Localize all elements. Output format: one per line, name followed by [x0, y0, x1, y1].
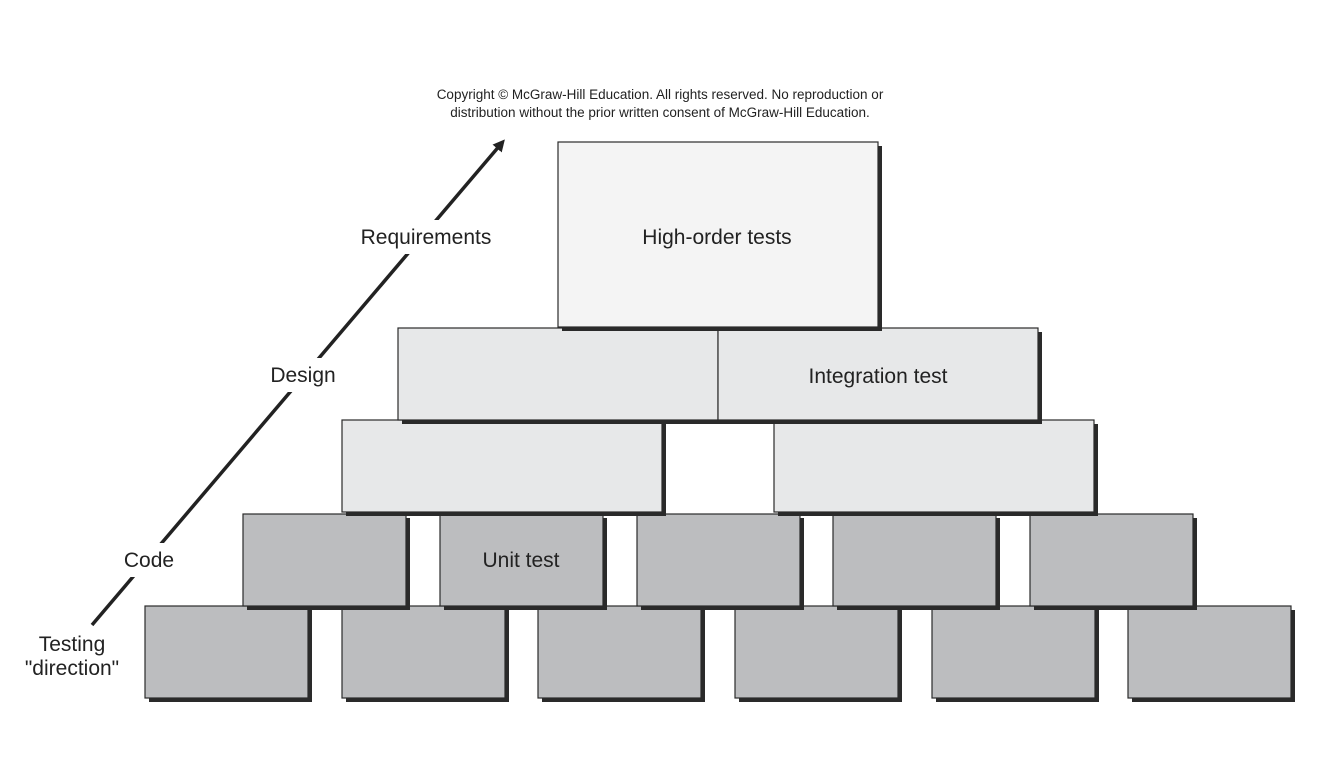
unit-block-row1-2 — [341, 605, 509, 702]
testing-direction-caption-line-2: "direction" — [25, 657, 119, 680]
integration-block-row3-1-face — [341, 419, 663, 513]
integration-test-block-face — [717, 327, 1039, 421]
copyright-line-2: distribution without the prior written c… — [450, 105, 870, 120]
high-order-tests-block: High-order tests — [557, 141, 882, 331]
unit-test-block: Unit test — [439, 513, 607, 610]
unit-block-row2-5-face — [1029, 513, 1194, 607]
integration-block-row3-2-face — [773, 419, 1095, 513]
requirements-label: Requirements — [361, 226, 492, 249]
unit-block-row1-4 — [734, 605, 902, 702]
unit-block-row2-4-face — [832, 513, 997, 607]
unit-block-row1-5-face — [931, 605, 1096, 699]
high-order-tests-block-face — [557, 141, 879, 328]
integration-block-row4-1-face — [397, 327, 719, 421]
unit-block-row2-5 — [1029, 513, 1197, 610]
code-label: Code — [124, 549, 174, 572]
high-order-tests-block-label: High-order tests — [642, 226, 791, 249]
integration-block-row3-2 — [773, 419, 1098, 516]
integration-test-block: Integration test — [717, 327, 1042, 424]
unit-block-row1-3-face — [537, 605, 702, 699]
copyright-notice: Copyright © McGraw-Hill Education. All r… — [360, 86, 960, 122]
requirements-label-bg — [345, 220, 507, 254]
integration-block-row4-1 — [397, 327, 722, 424]
testing-direction-caption-line-1: Testing — [39, 633, 106, 656]
unit-block-row1-4-face — [734, 605, 899, 699]
unit-block-row1-6 — [1127, 605, 1295, 702]
unit-block-row2-1-face — [242, 513, 407, 607]
unit-block-row1-2-face — [341, 605, 506, 699]
design-label: Design — [270, 364, 335, 387]
unit-block-row1-1-face — [144, 605, 309, 699]
copyright-line-1: Copyright © McGraw-Hill Education. All r… — [436, 87, 884, 102]
integration-test-block-label: Integration test — [809, 365, 948, 388]
unit-block-row1-3 — [537, 605, 705, 702]
unit-test-block-face — [439, 513, 604, 607]
integration-block-row3-1 — [341, 419, 666, 516]
unit-block-row1-5 — [931, 605, 1099, 702]
design-label-bg — [258, 358, 348, 392]
unit-block-row2-4 — [832, 513, 1000, 610]
unit-block-row1-6-face — [1127, 605, 1292, 699]
unit-block-row2-3-face — [636, 513, 801, 607]
unit-test-block-label: Unit test — [482, 549, 559, 572]
unit-block-row1-1 — [144, 605, 312, 702]
unit-block-row2-3 — [636, 513, 804, 610]
unit-block-row2-1 — [242, 513, 410, 610]
code-label-bg — [112, 543, 188, 577]
